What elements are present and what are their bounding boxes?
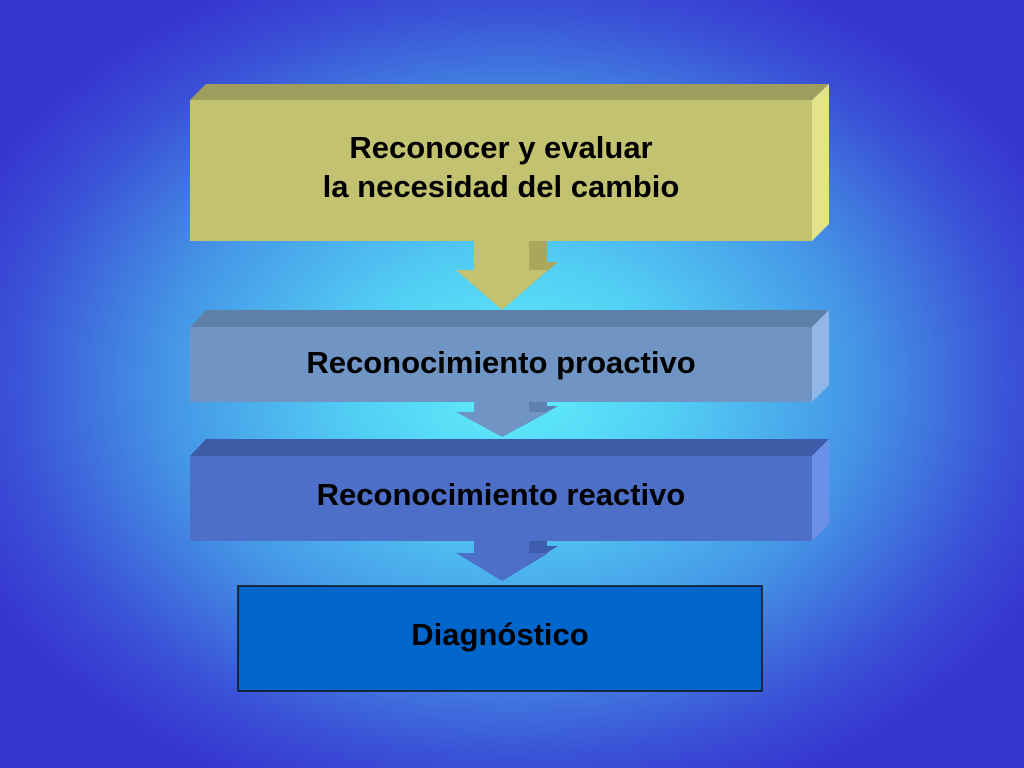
step-box-proactive bbox=[190, 310, 829, 402]
step-label-reactive: Reconocimiento reactivo bbox=[316, 476, 686, 512]
step-box-evaluate bbox=[190, 84, 829, 241]
step-box-reactive bbox=[190, 439, 829, 541]
step-label-proactive: Reconocimiento proactivo bbox=[306, 344, 696, 380]
arrow-down-icon bbox=[456, 541, 558, 581]
step-box-diagnosis bbox=[237, 585, 763, 692]
step-label-diagnosis: Diagnóstico bbox=[411, 616, 589, 652]
arrow-down-icon bbox=[456, 241, 558, 310]
arrow-down-icon bbox=[456, 402, 558, 437]
step-label-evaluate: Reconocer y evaluar la necesidad del cam… bbox=[322, 129, 680, 204]
